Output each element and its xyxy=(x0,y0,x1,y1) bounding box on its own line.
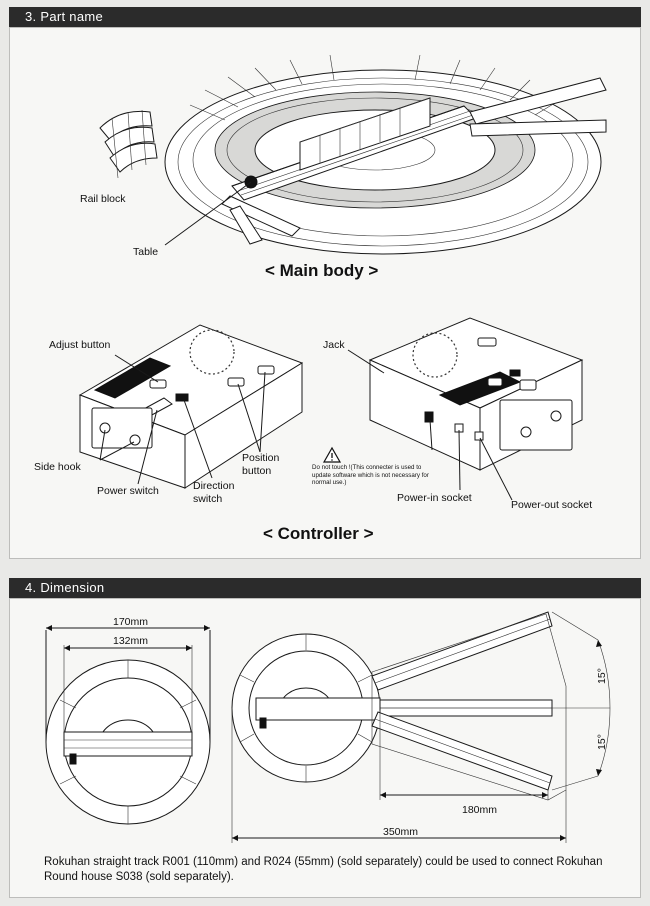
label-adjust-button: Adjust button xyxy=(49,339,111,351)
label-power-out-socket: Power-out socket xyxy=(511,499,593,511)
label-rail-block: Rail block xyxy=(80,193,126,205)
adjust-button-shape xyxy=(149,379,167,389)
dim-132: 132mm xyxy=(113,635,149,647)
controller-left-side xyxy=(184,362,303,489)
left-turntable-drawing xyxy=(45,625,211,825)
left-led-ring xyxy=(189,329,235,375)
label-direction-switch-2: switch xyxy=(193,493,223,505)
left-display xyxy=(93,357,172,399)
warning-triangle-icon xyxy=(322,446,342,463)
dimension-note: Rokuhan straight track R001 (110mm) and … xyxy=(44,856,603,883)
label-side-hook: Side hook xyxy=(34,461,81,473)
section-3-title: 3. Part name xyxy=(25,9,104,24)
right-turntable-drawing xyxy=(231,611,611,843)
label-jack: Jack xyxy=(323,339,345,351)
section-4-header: 4. Dimension xyxy=(9,578,641,598)
main-body-caption: < Main body > xyxy=(265,261,379,280)
controller-caption: < Controller > xyxy=(263,524,374,543)
dim-170: 170mm xyxy=(113,616,149,628)
right-led-ring xyxy=(412,332,458,378)
dim-350: 350mm xyxy=(383,826,419,838)
section-4-title: 4. Dimension xyxy=(25,580,105,595)
rail-block xyxy=(99,109,158,179)
power-out-socket-shape xyxy=(474,431,484,441)
direction-switch-shape xyxy=(175,393,189,402)
label-direction-switch-1: Direction xyxy=(193,480,235,492)
section-3-header: 3. Part name xyxy=(9,7,641,27)
label-table: Table xyxy=(133,246,159,258)
label-power-in-socket: Power-in socket xyxy=(397,492,472,504)
label-power-switch: Power switch xyxy=(97,485,159,497)
label-position-button-2: button xyxy=(242,465,272,477)
position-button-shape-1 xyxy=(227,377,245,387)
update-connector xyxy=(424,411,434,423)
label-warning: Do not touch !(This connecter is used to… xyxy=(312,464,429,486)
angle-upper: 15° xyxy=(595,668,608,684)
angle-lower: 15° xyxy=(595,734,608,750)
label-position-button-1: Position xyxy=(242,452,280,464)
position-button-shape-2 xyxy=(257,365,275,375)
dim-180: 180mm xyxy=(462,804,498,816)
